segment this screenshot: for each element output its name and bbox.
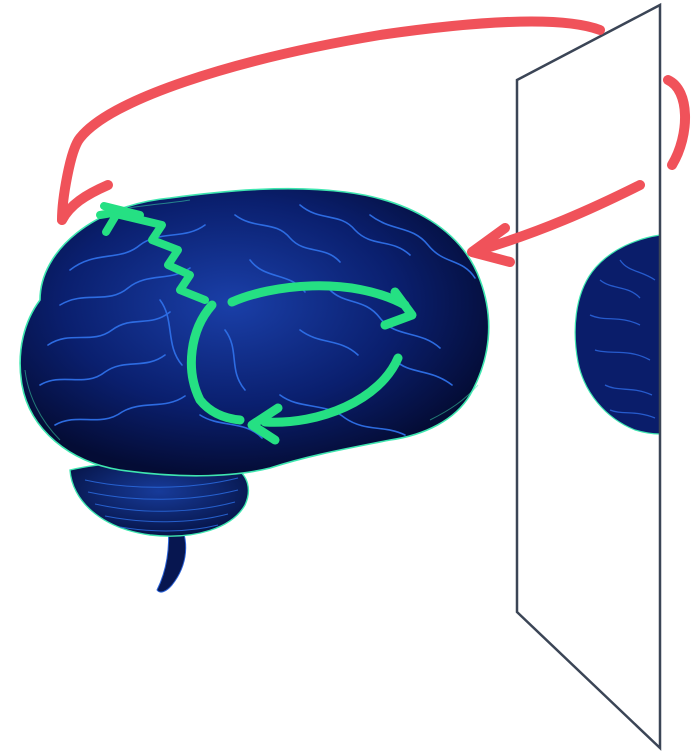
reflected-brain	[575, 235, 660, 434]
brain	[20, 189, 489, 592]
